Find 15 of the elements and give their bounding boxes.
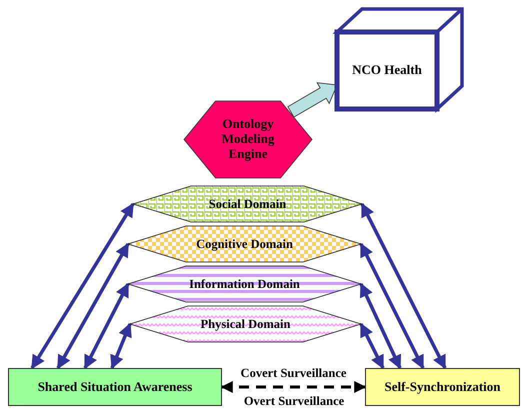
arrow (359, 242, 425, 370)
node-label: Self-Synchronization (384, 380, 501, 394)
node-label: Physical Domain (200, 316, 290, 332)
node-label: NCO Health (352, 63, 422, 78)
arrow (220, 381, 366, 393)
arrow (83, 282, 130, 370)
node-label: Shared Situation Awareness (38, 380, 192, 394)
arrow (359, 322, 385, 370)
arrow (360, 202, 447, 370)
node-label: Information Domain (189, 276, 300, 292)
arrow (359, 282, 402, 370)
arrow (56, 242, 130, 370)
arrow (110, 322, 132, 370)
arrow (30, 202, 134, 370)
node-label: Ontology Modeling Engine (220, 117, 276, 162)
